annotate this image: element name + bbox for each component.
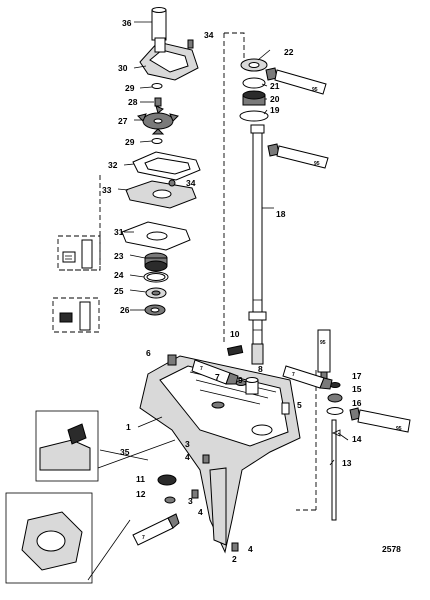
callout-15: 15 xyxy=(352,384,362,394)
driveshaft-18 xyxy=(248,124,267,365)
o-ring-24 xyxy=(143,271,169,283)
callout-33: 33 xyxy=(102,185,112,195)
shift-shaft-13 xyxy=(331,419,337,521)
callout-31: 31 xyxy=(114,227,124,237)
seal-21 xyxy=(242,77,266,89)
seal-26 xyxy=(145,287,167,299)
callout-19: 19 xyxy=(270,105,280,115)
callout-18: 18 xyxy=(276,209,286,219)
callout-34: 34 xyxy=(204,30,214,40)
callout-25: 25 xyxy=(114,286,124,296)
callout-28: 28 xyxy=(128,97,138,107)
callout-4: 4 xyxy=(185,452,190,462)
impeller-27 xyxy=(137,105,179,135)
plug-6 xyxy=(167,354,177,366)
callout-6: 6 xyxy=(146,348,151,358)
gasket-31 xyxy=(121,221,191,251)
clip-14 xyxy=(331,429,341,437)
callout-4: 4 xyxy=(198,507,203,517)
callout-5: 5 xyxy=(297,400,302,410)
sealant-tube-95-right xyxy=(349,407,411,433)
tube-label-7-right: 7 xyxy=(292,372,295,378)
bushing-8 xyxy=(245,377,259,395)
sealant-tube-7-bottom xyxy=(132,513,180,546)
callout-12: 12 xyxy=(136,489,146,499)
callout-32: 32 xyxy=(108,160,118,170)
callout-22: 22 xyxy=(284,47,294,57)
callout-3: 3 xyxy=(185,439,190,449)
tube-label-95-vertical: 95 xyxy=(320,340,326,346)
tube-label-95-mid: 95 xyxy=(314,161,320,167)
callout-7: 7 xyxy=(215,372,220,382)
water-pump-housing xyxy=(139,37,199,81)
plate-10 xyxy=(226,345,244,356)
callout-23: 23 xyxy=(114,251,124,261)
sealant-tube-95-vertical xyxy=(317,329,331,383)
bearing-20 xyxy=(242,90,266,106)
bearing-25 xyxy=(144,304,166,316)
sealant-tube-7-right xyxy=(282,365,333,390)
callout-27: 27 xyxy=(118,116,128,126)
callout-1: 1 xyxy=(126,422,131,432)
drain-plugs xyxy=(191,454,239,552)
callout-11: 11 xyxy=(136,474,145,484)
sealant-tube-95-mid xyxy=(267,143,329,169)
leader-lines xyxy=(87,21,349,581)
seal-install-inset-upper xyxy=(57,235,101,271)
callout-24: 24 xyxy=(114,270,124,280)
seal-inset-35 xyxy=(35,410,99,482)
o-ring-29-upper xyxy=(151,83,163,89)
anode-11-12 xyxy=(157,474,177,504)
callout-3: 3 xyxy=(188,496,193,506)
nut-inset xyxy=(5,492,93,584)
tube-label-95-top: 95 xyxy=(312,87,318,93)
callout-labels: 1 2 3 3 4 4 4 5 6 7 8 9 10 11 12 13 14 1… xyxy=(102,18,362,564)
gasket-32 xyxy=(132,151,201,181)
callout-9: 9 xyxy=(238,375,243,385)
figure-number: 2578 xyxy=(382,544,401,554)
callout-4: 4 xyxy=(248,544,253,554)
plate-33 xyxy=(125,180,197,209)
screw-34-lower xyxy=(168,179,176,187)
callout-29: 29 xyxy=(125,137,135,147)
callout-17: 17 xyxy=(352,371,362,381)
callout-14: 14 xyxy=(352,434,362,444)
callout-30: 30 xyxy=(118,63,128,73)
callout-8: 8 xyxy=(258,364,263,374)
sealant-tube-icons xyxy=(132,67,411,546)
o-ring-19 xyxy=(239,110,269,122)
callout-2: 2 xyxy=(232,554,237,564)
bearing-22 xyxy=(240,58,268,72)
pin-5 xyxy=(281,402,290,415)
callout-26: 26 xyxy=(120,305,130,315)
seal-install-inset-lower xyxy=(52,297,100,333)
callout-34: 34 xyxy=(186,178,196,188)
sealant-tube-95-top xyxy=(265,67,327,95)
tube-label-7-bottom: 7 xyxy=(142,535,145,541)
seal-carrier-23 xyxy=(144,252,168,272)
o-ring-29-lower xyxy=(151,138,163,144)
callout-29: 29 xyxy=(125,83,135,93)
screw-34-upper xyxy=(187,39,194,49)
callout-20: 20 xyxy=(270,94,280,104)
tube-label-95-right: 95 xyxy=(396,426,402,432)
callout-10: 10 xyxy=(230,329,240,339)
sealant-tube-7-left xyxy=(191,359,239,385)
tube-label-7-left: 7 xyxy=(200,366,203,372)
callout-21: 21 xyxy=(270,81,280,91)
callout-13: 13 xyxy=(342,458,352,468)
callout-16: 16 xyxy=(352,398,362,408)
callout-35: 35 xyxy=(120,447,130,457)
callout-36: 36 xyxy=(122,18,132,28)
water-pump-tube xyxy=(151,7,167,41)
seal-15-16-17 xyxy=(326,382,344,415)
key-28 xyxy=(154,97,162,107)
